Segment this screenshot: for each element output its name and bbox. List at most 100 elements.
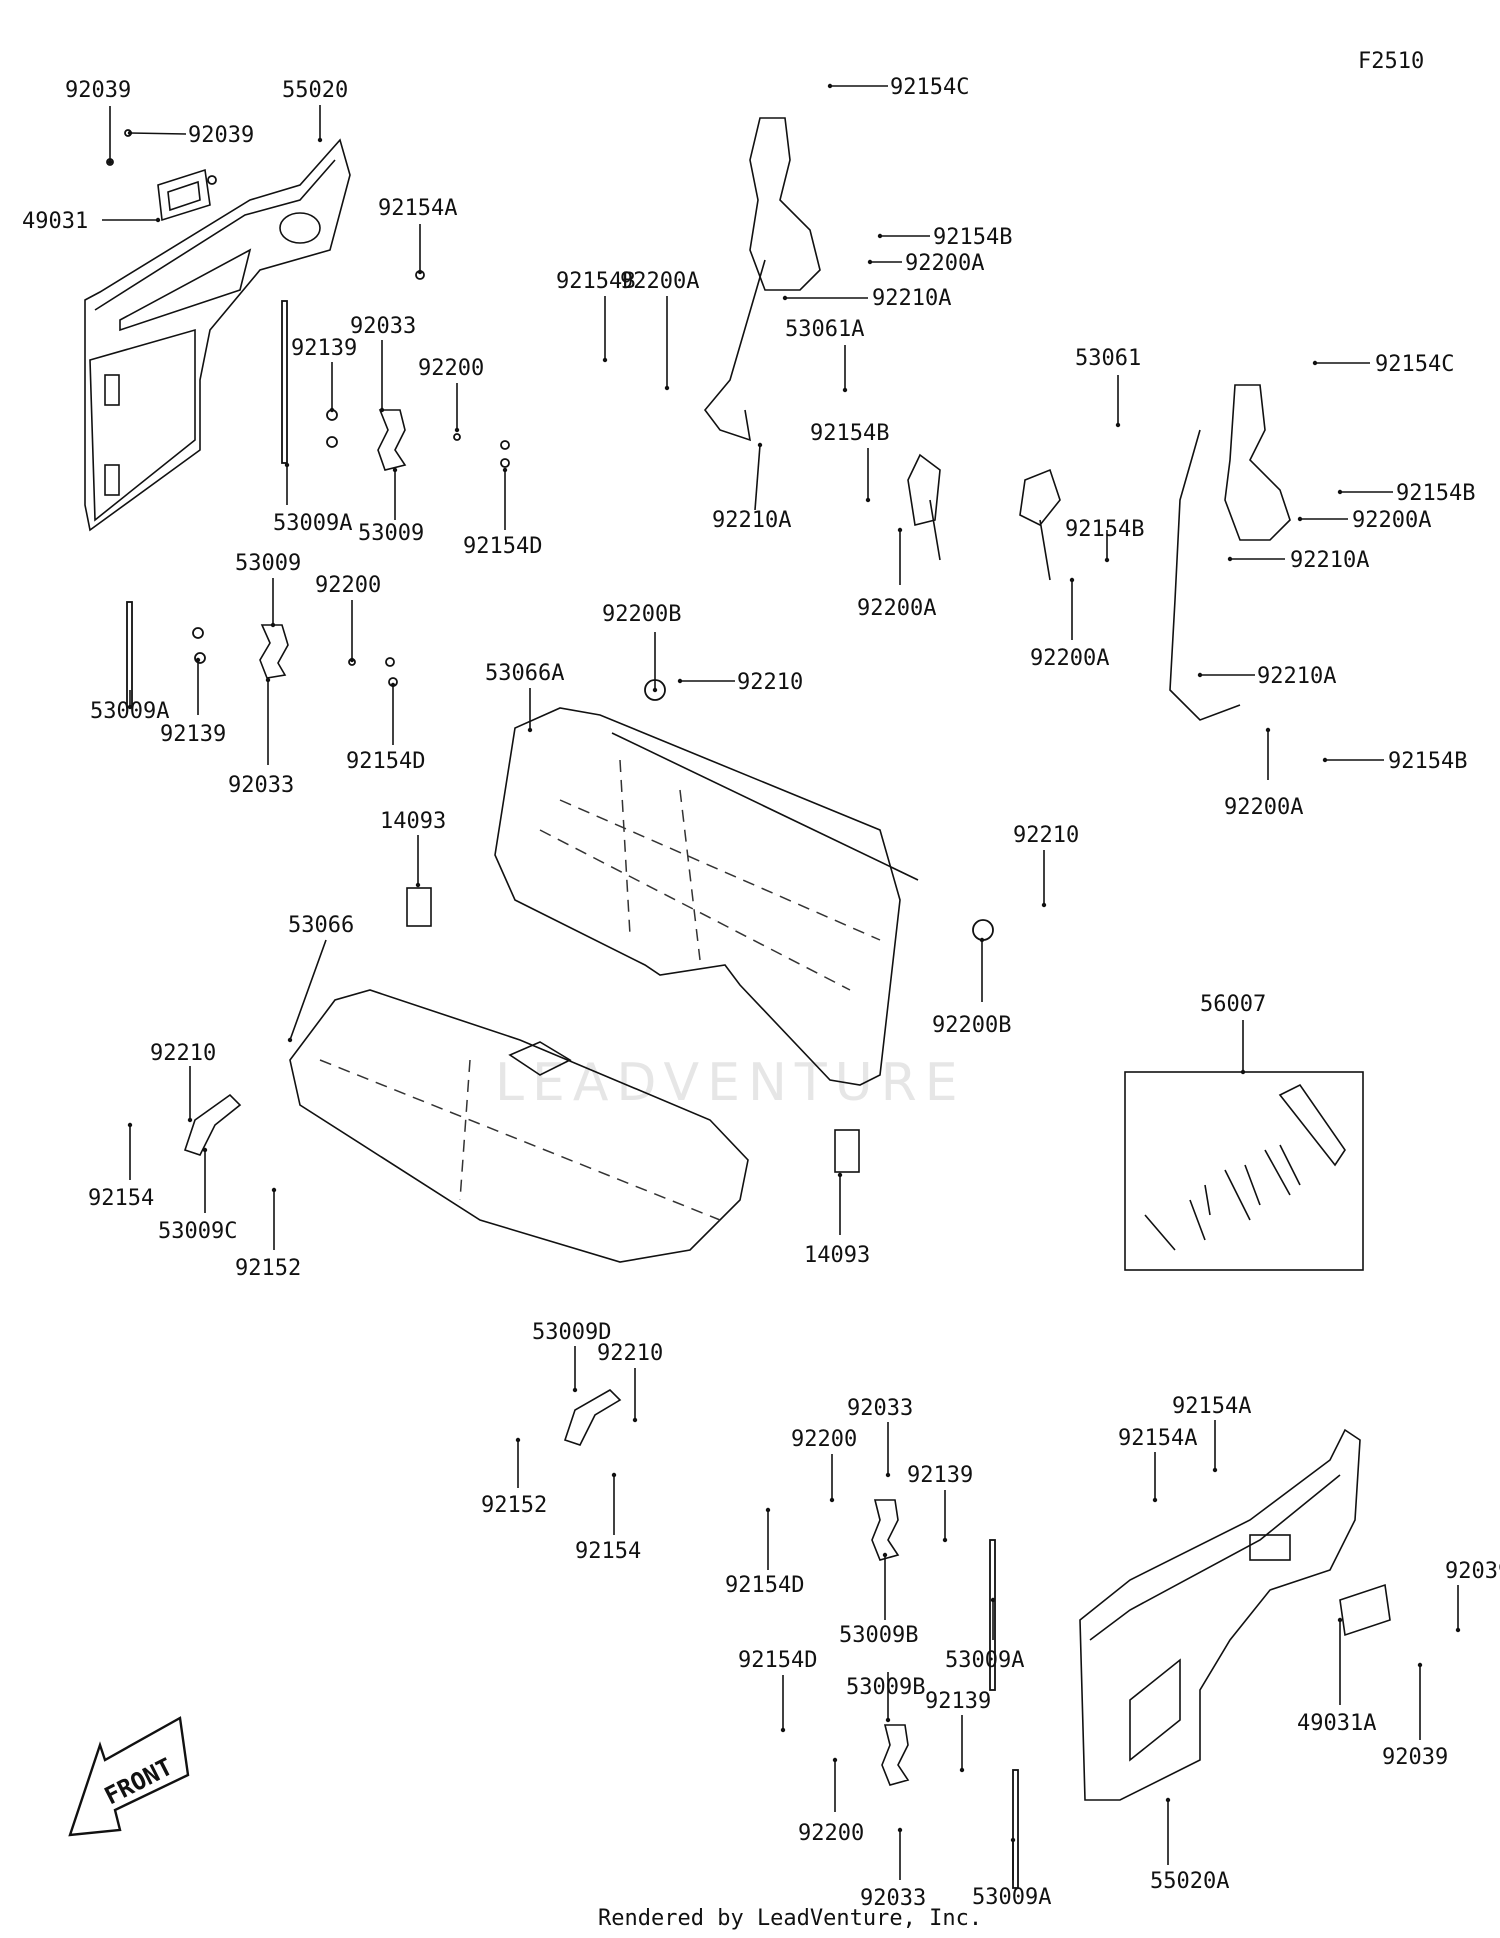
part-number-label: 92200A [1030, 646, 1109, 671]
part-number-label: 92200B [932, 1013, 1011, 1038]
leader-endpoint [1265, 727, 1271, 733]
part-number-label: 92200 [418, 356, 484, 381]
leader-endpoint [187, 1117, 193, 1123]
part-number-label: 53066A [485, 661, 564, 686]
leader-endpoint [155, 217, 161, 223]
part-number-label: 92154 [88, 1186, 154, 1211]
leader-endpoint [127, 704, 133, 710]
leader-endpoint [1197, 672, 1203, 678]
part-number-label: 53009A [273, 511, 352, 536]
leader-endpoint [877, 233, 883, 239]
part-number-label: 92154A [1118, 1426, 1197, 1451]
leader-endpoint [287, 1037, 293, 1043]
part-number-label: 92210 [597, 1341, 663, 1366]
leader-endpoint [515, 1437, 521, 1443]
leader-endpoint [632, 1417, 638, 1423]
leader-endpoint [842, 387, 848, 393]
leader-endpoint [829, 1497, 835, 1503]
leader-endpoint [897, 527, 903, 533]
leader-endpoint [1297, 516, 1303, 522]
part-number-label: 92039 [188, 123, 254, 148]
part-number-label: 92154B [1396, 481, 1475, 506]
part-number-label: 92154A [378, 196, 457, 221]
part-number-label: 92154D [725, 1573, 804, 1598]
leader-endpoint [390, 682, 396, 688]
bracket-53009C [183, 1093, 242, 1156]
leader-line [754, 444, 761, 511]
part-number-label: 92200A [1352, 508, 1431, 533]
latch-49031 [157, 168, 217, 222]
leader-endpoint [1240, 1069, 1246, 1075]
part-number-label: 14093 [380, 809, 446, 834]
part-number-label: 53009A [972, 1885, 1051, 1910]
leader-endpoint [329, 407, 335, 413]
leader-endpoint [979, 937, 985, 943]
leader-endpoint [1115, 422, 1121, 428]
leader-endpoint [270, 622, 276, 628]
part-number-label: 92139 [925, 1689, 991, 1714]
part-number-label: 53061A [785, 317, 864, 342]
part-number-label: 53009B [846, 1675, 925, 1700]
part-number-label: 53066 [288, 913, 354, 938]
part-number-label: 92200B [602, 602, 681, 627]
part-number-label: 92152 [235, 1256, 301, 1281]
part-number-label: 92139 [291, 336, 357, 361]
clip-14093-upper [406, 887, 432, 927]
leader-endpoint [1010, 1837, 1016, 1843]
part-number-label: 92200 [315, 573, 381, 598]
leader-endpoint [832, 1757, 838, 1763]
part-number-label: 55020A [1150, 1869, 1229, 1894]
part-number-label: 92210A [712, 508, 791, 533]
bracket-53009D [563, 1389, 622, 1446]
part-number-label: 92033 [860, 1886, 926, 1911]
leader-endpoint [392, 467, 398, 473]
part-number-label: 92154C [1375, 352, 1454, 377]
part-number-label: 92154B [933, 225, 1012, 250]
part-number-label: 92210A [872, 286, 951, 311]
leader-endpoint [195, 657, 201, 663]
front-arrow-label: FRONT [100, 1753, 177, 1811]
leader-endpoint [271, 1187, 277, 1193]
part-number-label: 92154D [738, 1648, 817, 1673]
leader-endpoint [1455, 1627, 1461, 1633]
figure-code: F2510 [1358, 49, 1424, 74]
part-number-label: 92039 [1382, 1745, 1448, 1770]
leader-endpoint [602, 357, 608, 363]
part-number-label: 92154B [810, 421, 889, 446]
leader-endpoint [1165, 1797, 1171, 1803]
leader-endpoint [284, 462, 290, 468]
leader-endpoint [1322, 757, 1328, 763]
part-number-label: 55020 [282, 78, 348, 103]
leader-endpoint [885, 1472, 891, 1478]
leader-endpoint [652, 687, 658, 693]
leader-endpoint [379, 407, 385, 413]
part-number-label: 56007 [1200, 992, 1266, 1017]
part-number-label: 92154D [463, 534, 542, 559]
leader-endpoint [265, 677, 271, 683]
leader-endpoint [865, 497, 871, 503]
leader-endpoint [867, 259, 873, 265]
part-number-label: 92200A [620, 269, 699, 294]
part-number-label: 92210A [1257, 664, 1336, 689]
leader-endpoint [502, 467, 508, 473]
part-number-label: 92200 [798, 1821, 864, 1846]
part-number-label: 53009A [90, 699, 169, 724]
toolkit-56007 [1124, 1071, 1364, 1271]
part-number-label: 92154A [1172, 1394, 1251, 1419]
part-number-label: 92152 [481, 1493, 547, 1518]
clip-14093-lower [834, 1129, 860, 1173]
leader-endpoint [782, 295, 788, 301]
leader-endpoint [349, 657, 355, 663]
part-number-label: 92210 [737, 670, 803, 695]
leader-lines [102, 83, 1461, 1880]
part-number-label: 53009 [358, 521, 424, 546]
leader-endpoint [780, 1727, 786, 1733]
seat-belt-53061A [703, 117, 941, 561]
leader-endpoint [990, 1597, 996, 1603]
leader-endpoint [959, 1767, 965, 1773]
part-number-label: 92033 [228, 773, 294, 798]
washer-92200B-lower [972, 919, 994, 941]
leader-endpoint [527, 727, 533, 733]
leader-endpoint [1337, 1617, 1343, 1623]
